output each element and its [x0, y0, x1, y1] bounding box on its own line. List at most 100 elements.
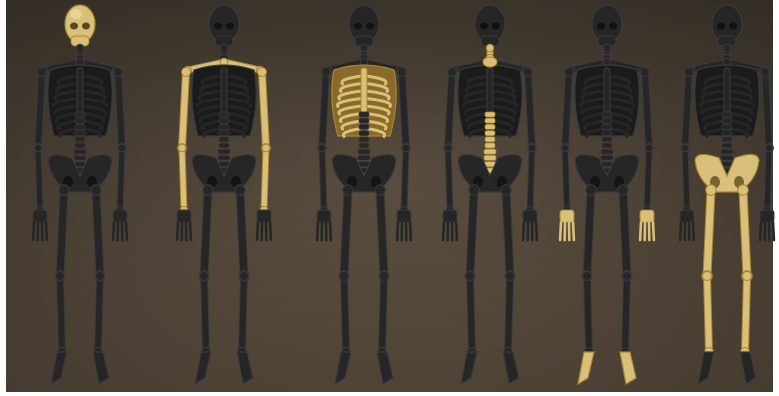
vertebra-4 — [359, 131, 369, 136]
tibia-left-joint-top — [200, 272, 209, 281]
femur-left-joint-top — [343, 185, 354, 196]
vertebra-3 — [602, 124, 612, 129]
tibia-left-joint-top — [56, 272, 65, 281]
humerus-right-core — [645, 72, 649, 148]
humerus-right-joint-top — [258, 68, 267, 77]
tibia-right-core — [745, 276, 747, 352]
femur-left-joint-top — [586, 185, 597, 196]
forearm-left-joint-top — [444, 144, 452, 152]
finger-right-4 — [126, 222, 127, 240]
femur-right-joint-top — [501, 185, 512, 196]
neck-joint-top — [486, 44, 494, 52]
eye-socket-right — [729, 23, 737, 30]
vertebra-7 — [218, 149, 230, 154]
forearm-right-joint-top — [118, 144, 126, 152]
forearm-right-joint-top — [765, 144, 773, 152]
neck-joint-top — [360, 44, 368, 52]
tibia-left-core — [60, 276, 62, 352]
femur-left-joint-top — [469, 185, 480, 196]
tibia-right-joint-top — [623, 272, 632, 281]
forearm-left-core — [448, 148, 450, 210]
forearm-left-joint-top — [681, 144, 689, 152]
eye-socket-right — [82, 23, 90, 30]
vertebra-3 — [75, 124, 85, 129]
sternum — [361, 68, 367, 112]
humerus-left-core — [565, 72, 569, 148]
vertebra-6 — [722, 143, 732, 148]
vertebra-8 — [74, 155, 86, 160]
eye-socket-left — [717, 23, 725, 30]
humerus-left-joint-top — [685, 68, 694, 77]
forearm-left-joint-top — [34, 144, 42, 152]
tibia-right-core — [625, 276, 627, 352]
eye-socket-right — [492, 23, 500, 30]
humerus-right-joint-top — [524, 68, 533, 77]
vertebra-4 — [602, 131, 612, 136]
sternum — [487, 68, 493, 112]
vertebra-6 — [485, 143, 495, 148]
forearm-right-joint-top — [402, 144, 410, 152]
vertebra-1 — [602, 112, 612, 117]
femur-right-core — [96, 190, 100, 276]
tibia-right-joint-top — [743, 272, 752, 281]
tibia-left-joint-top — [466, 272, 475, 281]
vertebra-6 — [75, 143, 85, 148]
neck-joint-top — [603, 44, 611, 52]
vertebra-8 — [601, 155, 613, 160]
finger-left-1 — [443, 222, 444, 240]
femur-right-joint-top — [235, 185, 246, 196]
tibia-right-joint-top — [240, 272, 249, 281]
humerus-right-joint-top — [114, 68, 123, 77]
humerus-right-core — [765, 72, 769, 148]
femur-left-joint-top — [706, 185, 717, 196]
forearm-right-core — [647, 148, 649, 210]
femur-right-core — [623, 190, 627, 276]
vertebra-2 — [722, 118, 732, 123]
vertebra-8 — [484, 155, 496, 160]
forearm-right-joint-top — [528, 144, 536, 152]
finger-left-4 — [573, 222, 574, 240]
vertebra-6 — [602, 143, 612, 148]
forearm-right-core — [530, 148, 532, 210]
femur-right-core — [743, 190, 747, 276]
palm-left — [680, 210, 694, 222]
palm-right — [640, 210, 654, 222]
vertebra-5 — [485, 137, 495, 142]
vertebra-3 — [485, 124, 495, 129]
vertebra-1 — [219, 112, 229, 117]
femur-left-joint-top — [59, 185, 70, 196]
femur-right-joint-top — [91, 185, 102, 196]
vertebra-6 — [219, 143, 229, 148]
forearm-right-joint-top — [645, 144, 653, 152]
femur-left-core — [707, 190, 711, 276]
palm-right — [397, 210, 411, 222]
femur-right-core — [380, 190, 384, 276]
cervical-vertebra — [483, 57, 497, 67]
vertebra-2 — [219, 118, 229, 123]
finger-right-1 — [113, 222, 114, 240]
eye-socket-right — [366, 23, 374, 30]
vertebra-1 — [722, 112, 732, 117]
femur-left-core — [587, 190, 591, 276]
neck-joint-top — [220, 44, 228, 52]
vertebra-1 — [485, 112, 495, 117]
vertebra-8 — [721, 155, 733, 160]
palm-left — [177, 210, 191, 222]
finger-left-1 — [317, 222, 318, 240]
tibia-left-core — [204, 276, 206, 352]
forearm-left-joint-top — [318, 144, 326, 152]
vertebra-5 — [219, 137, 229, 142]
forearm-left-core — [565, 148, 567, 210]
eye-socket-left — [480, 23, 488, 30]
femur-right-core — [506, 190, 510, 276]
finger-right-4 — [410, 222, 411, 240]
forearm-left-core — [322, 148, 324, 210]
vertebra-1 — [75, 112, 85, 117]
vertebra-8 — [358, 155, 370, 160]
forearm-right-core — [767, 148, 769, 210]
finger-right-1 — [523, 222, 524, 240]
finger-left-1 — [680, 222, 681, 240]
vertebra-7 — [74, 149, 86, 154]
vertebra-5 — [359, 137, 369, 142]
